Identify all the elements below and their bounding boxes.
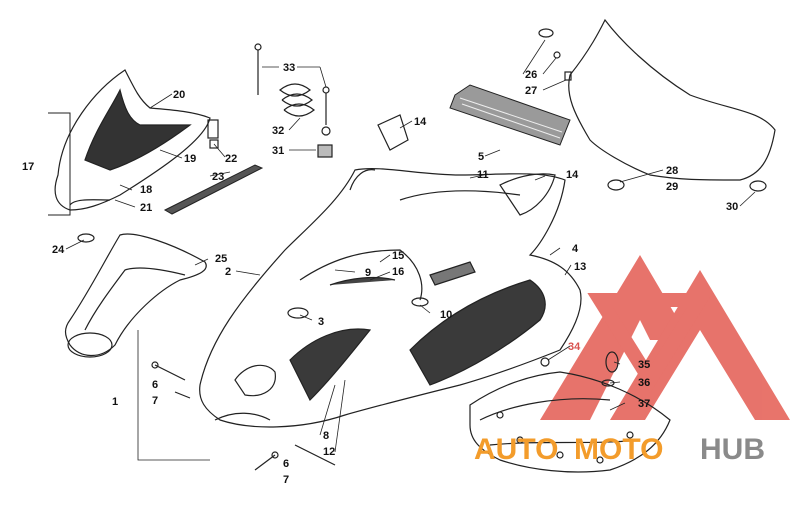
callout-18: 18: [140, 184, 152, 196]
callout-29: 29: [666, 181, 678, 193]
callout-25: 25: [215, 253, 227, 265]
callout-34: 34: [568, 341, 581, 353]
callout-8: 8: [323, 430, 329, 442]
callout-14-top: 14: [414, 116, 427, 128]
callout-1: 1: [112, 396, 118, 408]
callout-9: 9: [365, 267, 371, 279]
callout-14-right: 14: [566, 169, 579, 181]
callout-5: 5: [478, 151, 484, 163]
callout-10: 10: [440, 309, 452, 321]
watermark-logo: [540, 255, 790, 420]
watermark-hub: HUB: [700, 433, 765, 466]
callout-13: 13: [574, 261, 586, 273]
fastener-set-bottom: [254, 444, 336, 471]
windshield-part: [538, 18, 776, 192]
nose-cap-part: [54, 69, 219, 211]
spring-assembly-part: [254, 43, 333, 158]
callout-21: 21: [140, 202, 152, 214]
decal-strip-part: [163, 164, 264, 215]
callout-19: 19: [184, 153, 196, 165]
callout-15: 15: [392, 250, 404, 262]
callout-7-bottom: 7: [283, 474, 289, 486]
callout-24: 24: [52, 244, 65, 256]
callout-6-bottom: 6: [283, 458, 289, 470]
watermark-text: AUTO MOTO HUB: [474, 433, 765, 466]
callout-11: 11: [477, 169, 489, 181]
callout-36: 36: [638, 377, 650, 389]
callout-33: 33: [283, 62, 295, 74]
callout-12: 12: [323, 446, 335, 458]
callout-6-left: 6: [152, 379, 158, 391]
callout-16: 16: [392, 266, 404, 278]
callout-22: 22: [225, 153, 237, 165]
callout-3: 3: [318, 316, 324, 328]
bracket-17: [48, 112, 71, 216]
callout-35: 35: [638, 359, 650, 371]
callout-30: 30: [726, 201, 738, 213]
main-hood-part: [199, 168, 582, 428]
callout-37: 37: [638, 398, 650, 410]
belly-pan-part: [469, 351, 671, 473]
tray-part: [64, 233, 207, 358]
callout-labels: 1 2 3 4 5 6 6 7 7 8 9 10 11 12 13 14 14 …: [22, 62, 738, 486]
callout-26: 26: [525, 69, 537, 81]
fastener-set-left: [151, 361, 191, 399]
vent-grille-part: [449, 84, 571, 146]
callout-2: 2: [225, 266, 231, 278]
leader-lines: [65, 39, 756, 461]
callout-4: 4: [572, 243, 579, 255]
callout-20: 20: [173, 89, 185, 101]
small-panel-part: [377, 114, 409, 151]
callout-32: 32: [272, 125, 284, 137]
watermark-moto: MOTO: [574, 433, 663, 466]
callout-28: 28: [666, 165, 678, 177]
callout-23: 23: [212, 171, 224, 183]
callout-27: 27: [525, 85, 537, 97]
grommet-part: [77, 233, 95, 243]
callout-7-left: 7: [152, 395, 158, 407]
callout-17: 17: [22, 161, 34, 173]
callout-31: 31: [272, 145, 284, 157]
watermark-auto: AUTO: [474, 433, 558, 466]
